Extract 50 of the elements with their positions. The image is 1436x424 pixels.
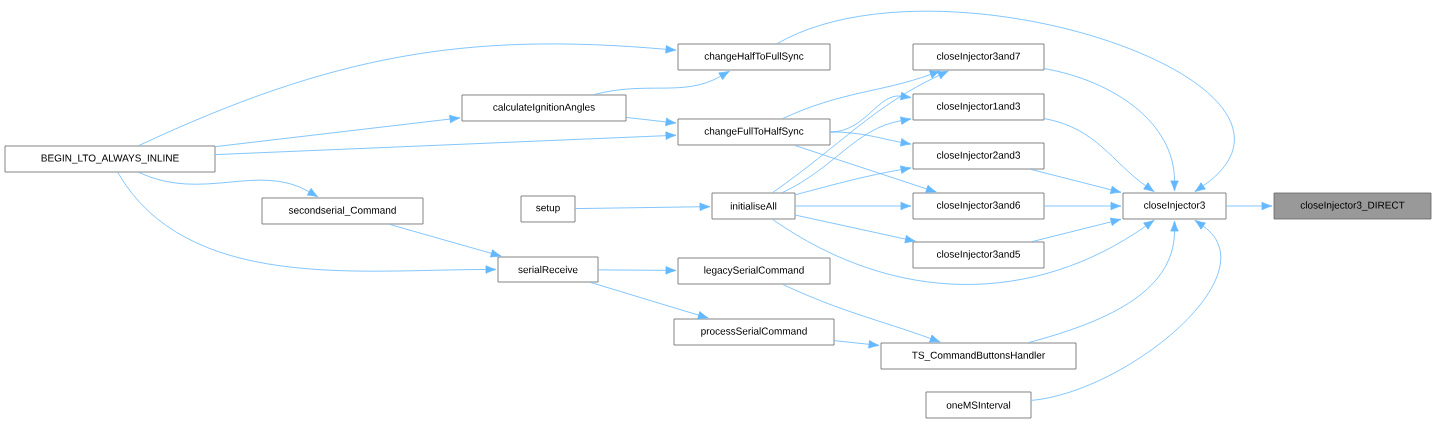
- function-box: closeInjector3and5: [912, 241, 1045, 269]
- function-box: setup: [520, 195, 576, 223]
- arrow: [1031, 219, 1222, 401]
- arrow: [795, 214, 916, 244]
- arrow: [575, 202, 711, 211]
- arrow: [598, 266, 677, 275]
- function-box: TS_CommandButtonsHandler: [880, 342, 1077, 370]
- arrow: [795, 165, 912, 196]
- arrow: [215, 114, 461, 148]
- arrow: [215, 131, 677, 155]
- arrow: [782, 70, 941, 119]
- arrow: [117, 172, 497, 274]
- arrow: [1031, 217, 1122, 242]
- arrow: [138, 172, 319, 198]
- function-box: closeInjector3and7: [912, 43, 1045, 71]
- arrow: [1044, 68, 1179, 192]
- function-box: BEGIN_LTO_ALWAYS_INLINE: [4, 145, 216, 173]
- arrow: [795, 201, 912, 211]
- arrow: [772, 219, 1155, 285]
- arrow: [794, 145, 937, 193]
- function-box: oneMSInterval: [925, 391, 1032, 419]
- function-box: serialReceive: [497, 256, 599, 283]
- function-box: closeInjector3: [1122, 192, 1227, 220]
- arrow: [834, 340, 880, 349]
- function-box: closeInjector3_DIRECT: [1273, 192, 1432, 220]
- function-box: legacySerialCommand: [677, 257, 831, 285]
- arrow: [1044, 118, 1155, 193]
- function-box: processSerialCommand: [673, 318, 835, 346]
- arrow: [1044, 201, 1122, 211]
- arrow: [830, 131, 912, 147]
- function-box: initialiseAll: [711, 192, 796, 220]
- arrow: [1028, 220, 1179, 343]
- function-box: calculateIgnitionAngles: [461, 94, 627, 122]
- function-box: closeInjector3and6: [912, 192, 1045, 220]
- arrow: [772, 70, 949, 193]
- arrow: [1030, 169, 1122, 194]
- arrow: [782, 284, 941, 343]
- arrow: [593, 70, 730, 95]
- function-box: changeFullToHalfSync: [677, 118, 831, 146]
- arrow: [1226, 201, 1273, 211]
- arrow: [626, 117, 677, 127]
- arrow: [138, 43, 677, 146]
- arrow: [389, 224, 502, 258]
- function-box: changeHalfToFullSync: [677, 43, 831, 71]
- arrow: [590, 282, 709, 320]
- arrow: [776, 10, 1235, 193]
- function-box: closeInjector2and3: [912, 142, 1045, 170]
- arrow: [781, 116, 912, 193]
- function-box: secondserial_Command: [261, 197, 424, 225]
- function-box: closeInjector1and3: [912, 93, 1045, 121]
